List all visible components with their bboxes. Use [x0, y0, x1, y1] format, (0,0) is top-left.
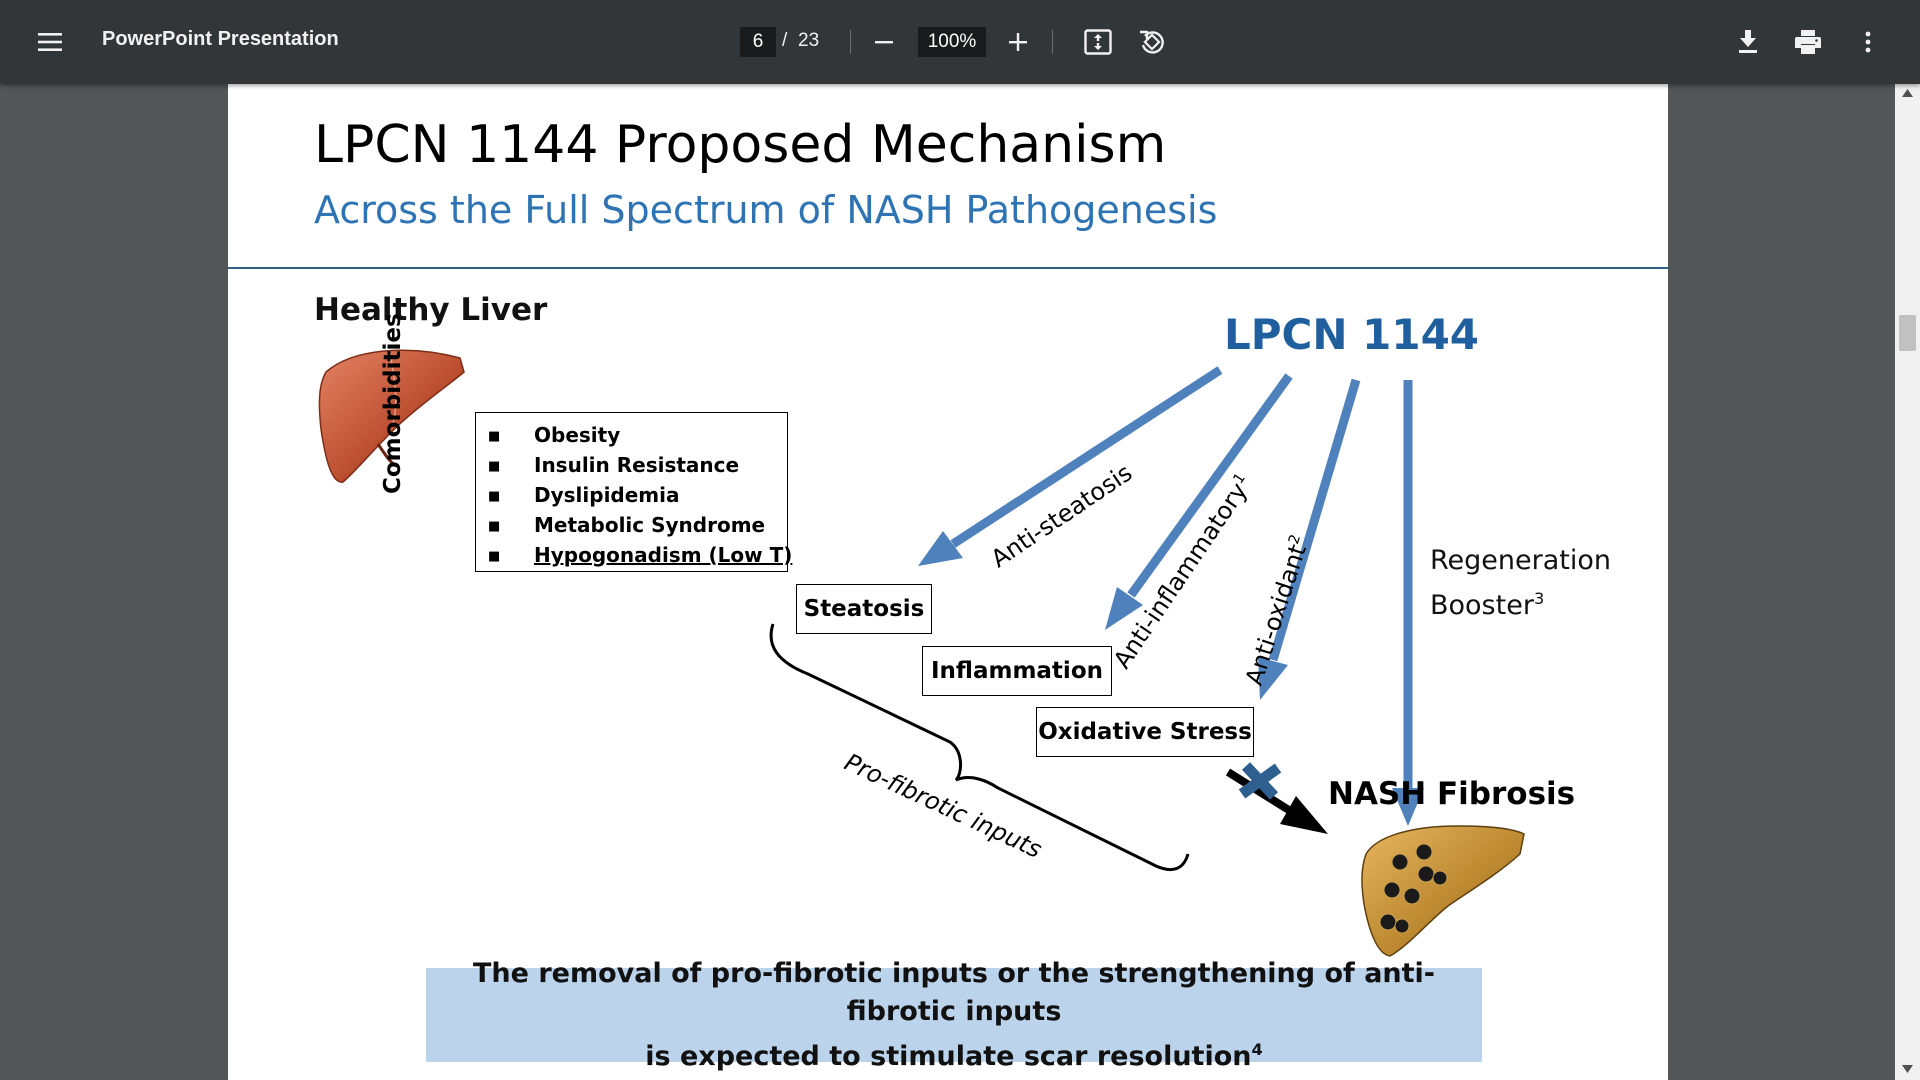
page-total: 23	[798, 30, 820, 51]
zoom-level-input[interactable]	[918, 27, 986, 57]
menu-icon	[38, 33, 62, 51]
rotate-button[interactable]	[1130, 22, 1174, 62]
zoom-in-button[interactable]	[996, 22, 1040, 62]
stage-inflammation: Inflammation	[922, 646, 1112, 696]
fit-to-page-button[interactable]	[1076, 22, 1120, 62]
toolbar-divider	[1052, 30, 1053, 54]
scroll-down-arrow-icon[interactable]	[1901, 1064, 1914, 1074]
anti-oxidant-arrow	[1258, 378, 1361, 700]
fit-page-icon	[1084, 29, 1112, 55]
download-button[interactable]	[1726, 22, 1770, 62]
mechanism-diagram	[318, 349, 1525, 957]
anti-inflammatory-arrow	[1105, 373, 1293, 630]
rotate-icon	[1140, 30, 1164, 54]
slide-subtitle: Across the Full Spectrum of NASH Pathoge…	[314, 188, 1218, 232]
download-icon	[1739, 30, 1757, 53]
menu-button[interactable]	[28, 22, 72, 62]
comorbidities-label: Comorbidities	[380, 313, 406, 494]
vertical-scrollbar[interactable]	[1895, 84, 1920, 1080]
stage-oxidative-stress: Oxidative Stress	[1036, 707, 1254, 757]
blocked-arrow	[1225, 762, 1328, 834]
comorbidity-item: ■Metabolic Syndrome	[488, 513, 766, 537]
drug-name: LPCN 1144	[1224, 310, 1480, 359]
pdf-page: LPCN 1144 Proposed Mechanism Across the …	[228, 84, 1668, 1080]
comorbidity-item: ■Insulin Resistance	[488, 453, 740, 477]
print-icon	[1795, 30, 1821, 54]
fibrotic-liver-image	[1361, 825, 1525, 957]
anti-steatosis-arrow	[918, 366, 1223, 566]
scroll-up-arrow-icon[interactable]	[1901, 88, 1914, 98]
scrollbar-thumb[interactable]	[1899, 315, 1916, 351]
regeneration-booster-label: Regeneration Booster3	[1430, 545, 1611, 621]
zoom-out-button[interactable]	[862, 22, 906, 62]
healthy-liver-image	[318, 349, 465, 483]
comorbidity-item: ■Hypogonadism (Low T)	[488, 543, 793, 567]
page-number-input[interactable]	[740, 27, 776, 57]
more-options-button[interactable]	[1846, 22, 1890, 62]
title-divider	[228, 267, 1668, 269]
comorbidities-box: ■Obesity ■Insulin Resistance ■Dyslipidem…	[475, 412, 793, 572]
slide-title: LPCN 1144 Proposed Mechanism	[314, 115, 1167, 175]
page-separator: /	[782, 30, 788, 51]
pro-fibrotic-brace	[769, 623, 1190, 871]
stage-steatosis: Steatosis	[796, 584, 932, 634]
nash-fibrosis-label: NASH Fibrosis	[1328, 776, 1576, 812]
document-viewport[interactable]: LPCN 1144 Proposed Mechanism Across the …	[0, 84, 1895, 1080]
conclusion-box: The removal of pro-fibrotic inputs or th…	[426, 958, 1482, 1072]
pdf-toolbar: PowerPoint Presentation / 23	[0, 0, 1920, 84]
comorbidity-item: ■Dyslipidemia	[488, 483, 680, 507]
more-vert-icon	[1865, 31, 1871, 53]
healthy-liver-label: Healthy Liver	[314, 292, 548, 328]
print-button[interactable]	[1786, 22, 1830, 62]
comorbidity-item: ■Obesity	[488, 423, 621, 447]
document-title: PowerPoint Presentation	[102, 28, 339, 50]
zoom-in-icon	[1009, 33, 1027, 51]
zoom-out-icon	[875, 41, 893, 44]
toolbar-divider	[850, 30, 851, 54]
regeneration-booster-arrow	[1392, 380, 1424, 826]
